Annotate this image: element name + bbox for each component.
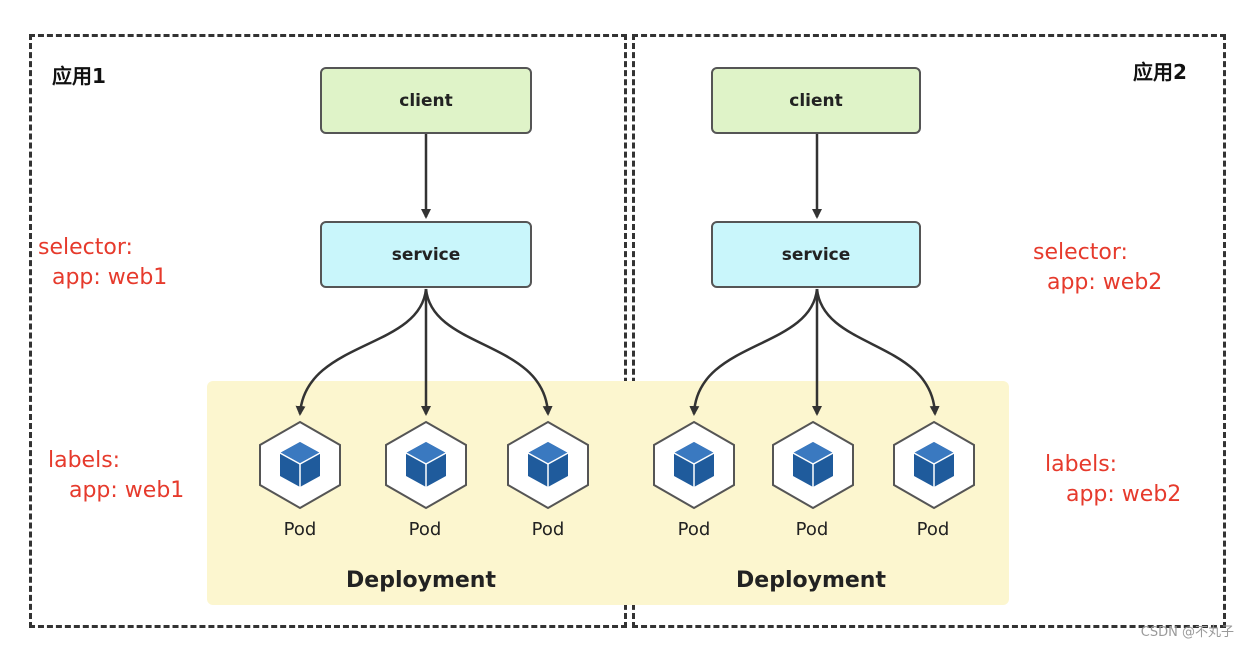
pod-label: Pod — [531, 519, 565, 540]
pod-cube-icon — [259, 420, 341, 510]
app2-deployment-label: Deployment — [736, 568, 886, 593]
pod-label: Pod — [408, 519, 442, 540]
app1-deployment-label: Deployment — [346, 568, 496, 593]
pod-label: Pod — [795, 519, 829, 540]
watermark: CSDN @不丸子 — [1140, 625, 1234, 640]
deployment-zone — [207, 381, 1009, 605]
app1-service-pod3-arrow — [424, 288, 553, 416]
app2-service-pod1-arrow — [689, 288, 819, 416]
app1-service-pod1-arrow — [295, 288, 428, 416]
pod-cube-icon — [385, 420, 467, 510]
app2-labels-annotation: labels: app: web2 — [1045, 452, 1182, 507]
pod-label: Pod — [283, 519, 317, 540]
pod-cube-icon — [507, 420, 589, 510]
app1-frame — [29, 34, 627, 628]
app2-client-node: client — [711, 67, 921, 134]
pod-label: Pod — [677, 519, 711, 540]
pod-cube-icon — [653, 420, 735, 510]
app1-service-node: service — [320, 221, 532, 288]
pod-label: Pod — [916, 519, 950, 540]
app1-client-node: client — [320, 67, 532, 134]
app2-selector-annotation: selector: app: web2 — [1033, 240, 1163, 295]
app2-service-node: service — [711, 221, 921, 288]
pod-cube-icon — [772, 420, 854, 510]
app1-selector-annotation: selector: app: web1 — [38, 235, 168, 290]
app1-labels-annotation: labels: app: web1 — [48, 448, 185, 503]
app2-service-pod3-arrow — [815, 288, 940, 416]
pod-cube-icon — [893, 420, 975, 510]
app2-frame — [632, 34, 1226, 628]
app2-title: 应用2 — [1133, 60, 1187, 84]
app1-title: 应用1 — [52, 64, 106, 88]
